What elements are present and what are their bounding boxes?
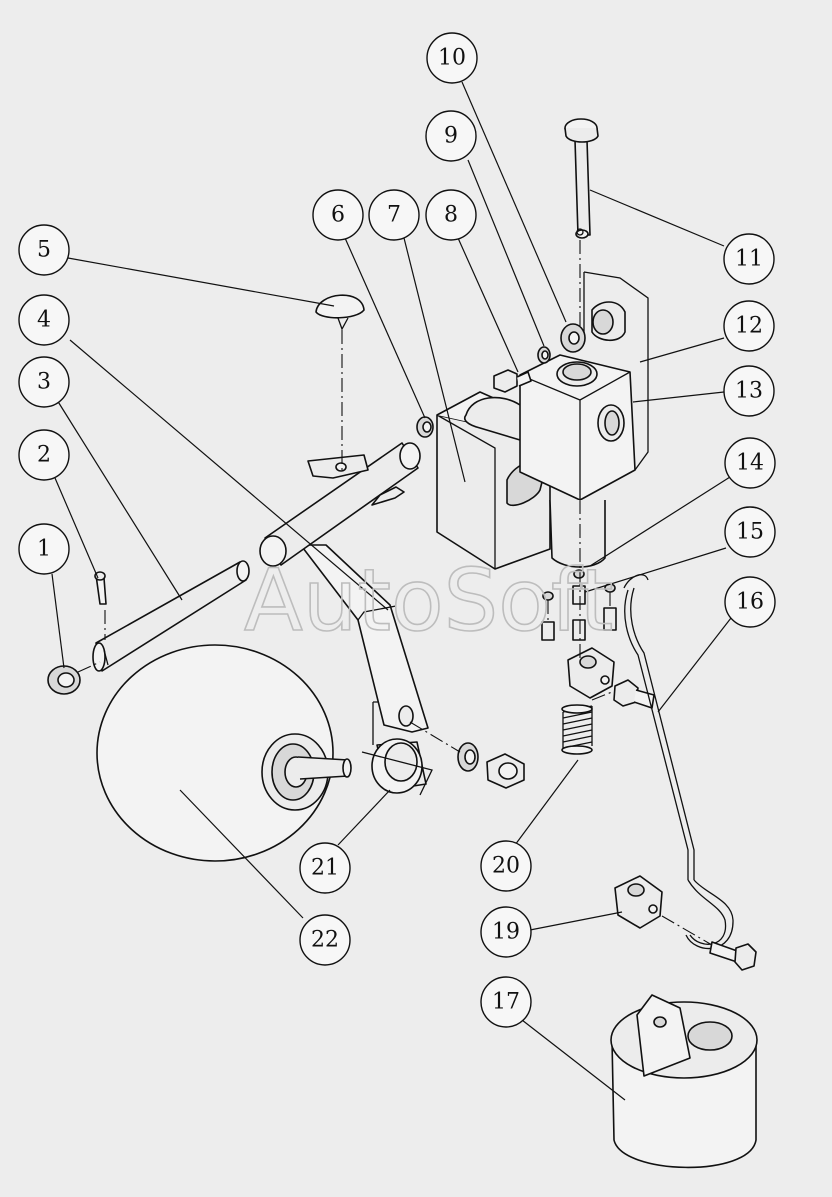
callout-14: 14 xyxy=(724,437,776,489)
callout-4: 4 xyxy=(18,294,70,346)
part-2-cotter-pin xyxy=(94,571,107,605)
callout-13-label: 13 xyxy=(735,379,763,404)
part-16-bolt xyxy=(613,679,655,709)
callout-8-label: 8 xyxy=(444,203,458,228)
part-14-small-fasteners xyxy=(541,569,617,641)
callout-8: 8 xyxy=(425,189,477,241)
callout-19: 19 xyxy=(480,906,532,958)
callout-10: 10 xyxy=(426,32,478,84)
watermark: AutoSoft xyxy=(244,551,613,651)
lower-bolt xyxy=(709,941,757,971)
callout-17-label: 17 xyxy=(492,990,520,1015)
callout-11-label: 11 xyxy=(735,247,763,272)
callout-7: 7 xyxy=(368,189,420,241)
lever-nut xyxy=(486,753,525,789)
callout-1-label: 1 xyxy=(37,537,51,562)
callout-16-label: 16 xyxy=(736,590,764,615)
part-12-bracket xyxy=(583,271,649,471)
callout-15: 15 xyxy=(724,506,776,558)
callout-21: 21 xyxy=(299,842,351,894)
part-10-washer xyxy=(560,323,586,353)
part-8-bolt xyxy=(493,369,532,393)
callout-6: 6 xyxy=(312,189,364,241)
callout-20: 20 xyxy=(480,840,532,892)
part-20-spring xyxy=(561,704,593,755)
callout-15-label: 15 xyxy=(736,520,764,545)
callout-21-label: 21 xyxy=(311,856,339,881)
part-6-washer xyxy=(416,416,434,438)
callout-14-label: 14 xyxy=(736,451,764,476)
center-lines xyxy=(77,240,713,946)
part-11-pin xyxy=(564,118,599,239)
callout-11: 11 xyxy=(723,233,775,285)
callout-20-label: 20 xyxy=(492,854,520,879)
callout-5: 5 xyxy=(18,224,70,276)
part-4-tube xyxy=(259,442,421,567)
clamp-block-upper xyxy=(567,647,615,699)
parts-drawing xyxy=(47,118,758,1169)
part-4-lever xyxy=(274,544,429,733)
callout-12: 12 xyxy=(723,300,775,352)
callout-22: 22 xyxy=(299,914,351,966)
callout-10-label: 10 xyxy=(438,46,466,71)
part-21-bushing xyxy=(361,701,433,796)
callout-13: 13 xyxy=(723,365,775,417)
callout-19-label: 19 xyxy=(492,920,520,945)
part-9-washer xyxy=(537,346,551,364)
callout-1: 1 xyxy=(18,523,70,575)
part-22-disc xyxy=(96,644,352,862)
callout-4-label: 4 xyxy=(37,308,51,333)
callout-7-label: 7 xyxy=(387,203,401,228)
callout-5-label: 5 xyxy=(37,238,51,263)
part-5-dome xyxy=(315,294,365,331)
callouts: 1 2 3 4 5 6 7 8 xyxy=(18,32,776,1028)
callout-3: 3 xyxy=(18,356,70,408)
callout-17: 17 xyxy=(480,976,532,1028)
callout-6-label: 6 xyxy=(331,203,345,228)
callout-2-label: 2 xyxy=(37,443,51,468)
callout-2: 2 xyxy=(18,429,70,481)
callout-22-label: 22 xyxy=(311,928,339,953)
part-13-housing xyxy=(519,354,636,501)
part-17-base xyxy=(610,994,758,1169)
part-1-washer xyxy=(47,665,81,695)
part-19-clamp-block xyxy=(614,875,663,929)
callout-12-label: 12 xyxy=(735,314,763,339)
part-5-bracket xyxy=(307,454,405,506)
callout-16: 16 xyxy=(724,576,776,628)
callout-9-label: 9 xyxy=(444,124,458,149)
lever-washer xyxy=(457,742,479,772)
leader-lines xyxy=(51,81,732,1101)
callout-9: 9 xyxy=(425,110,477,162)
callout-3-label: 3 xyxy=(37,370,51,395)
